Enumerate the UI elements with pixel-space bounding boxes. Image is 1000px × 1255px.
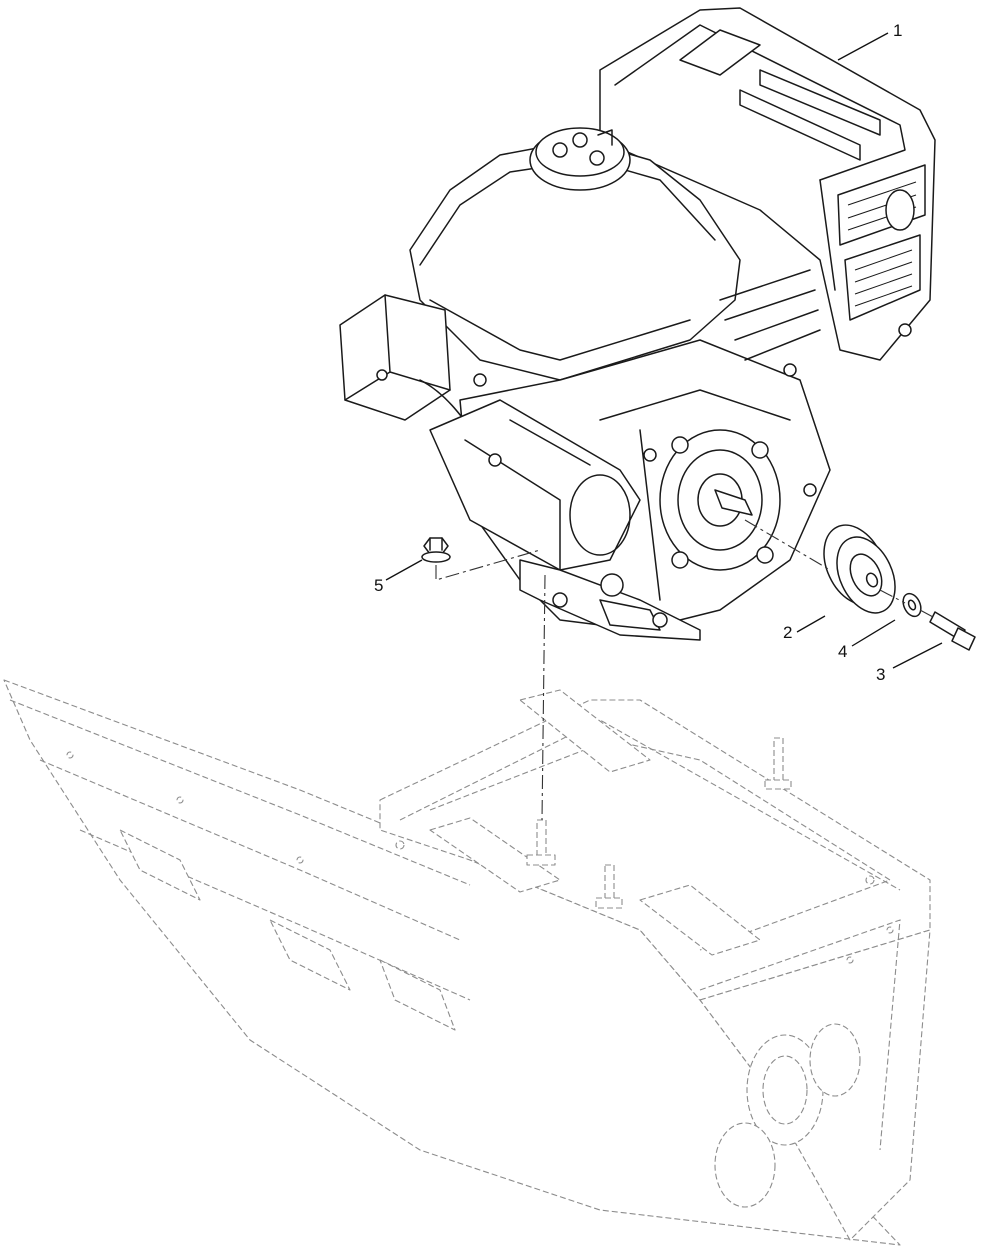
- flange-nut: [421, 537, 451, 563]
- bolt: [929, 611, 976, 651]
- callout-2: 2: [783, 623, 792, 642]
- assembly-centerlines: [435, 519, 936, 821]
- callout-1: 1: [893, 21, 902, 40]
- callouts: 1 2 3 4 5: [374, 21, 943, 684]
- fuel-tank: [409, 139, 741, 381]
- engine-assembly: [339, 7, 936, 641]
- pulley: [823, 524, 896, 614]
- washer: [902, 592, 922, 618]
- control-box: [339, 294, 451, 421]
- logo-panel: [679, 29, 761, 76]
- callout-5: 5: [374, 576, 383, 595]
- callout-4: 4: [838, 642, 847, 661]
- callout-3: 3: [876, 665, 885, 684]
- chassis-frame: [3, 679, 931, 1246]
